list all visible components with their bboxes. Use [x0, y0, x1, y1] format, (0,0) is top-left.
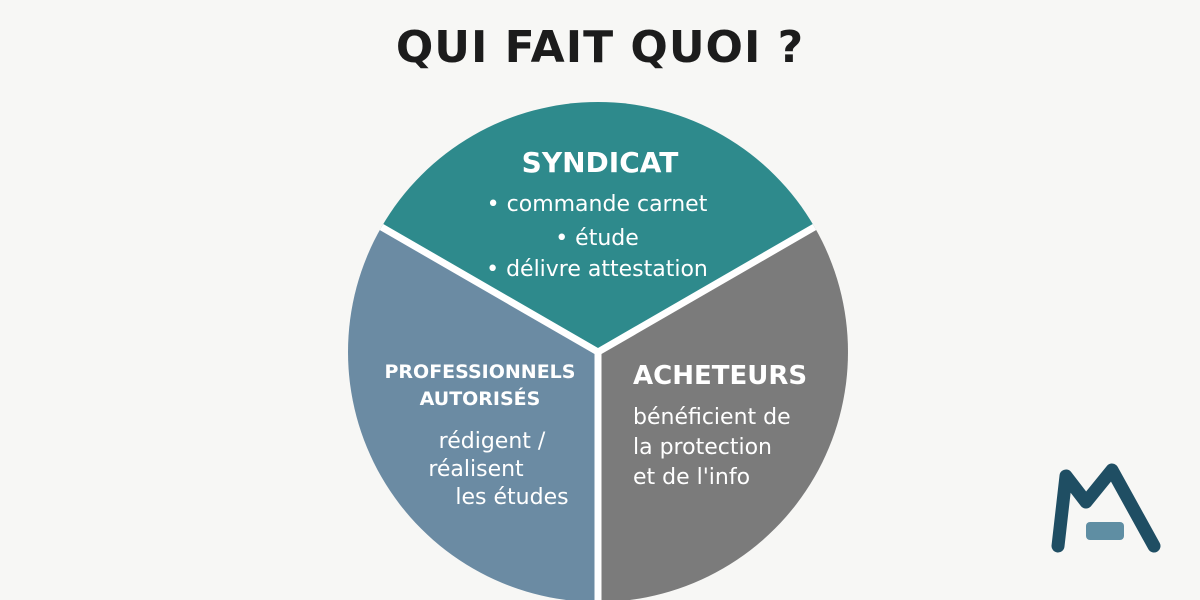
- divider-right: [596, 223, 817, 356]
- segment-professionnels: [348, 227, 598, 600]
- segment-syndicat: [381, 102, 815, 353]
- professionnels-heading: AUTORISÉS: [420, 387, 541, 410]
- house-a-logo-icon: [1051, 463, 1161, 553]
- professionnels-line: les études: [455, 485, 568, 510]
- acheteurs-line: bénéficient de: [633, 405, 791, 430]
- professionnels-line: réalisent: [428, 457, 524, 482]
- logo-bar: [1086, 522, 1124, 540]
- professionnels-line: rédigent /: [439, 429, 546, 454]
- syndicat-heading: SYNDICAT: [522, 146, 679, 179]
- syndicat-item: • étude: [555, 226, 639, 251]
- segment-acheteurs: [598, 227, 848, 600]
- logo-mark: [1051, 463, 1161, 553]
- syndicat-item: • commande carnet: [487, 192, 708, 217]
- professionnels-heading: PROFESSIONNELS: [385, 361, 576, 383]
- acheteurs-line: et de l'info: [633, 465, 750, 490]
- acheteurs-line: la protection: [633, 435, 772, 460]
- page-title: QUI FAIT QUOI ?: [395, 22, 805, 73]
- syndicat-item: • délivre attestation: [486, 257, 708, 282]
- acheteurs-heading: ACHETEURS: [633, 361, 807, 391]
- segment-dividers: [379, 223, 817, 600]
- divider-left: [379, 223, 600, 356]
